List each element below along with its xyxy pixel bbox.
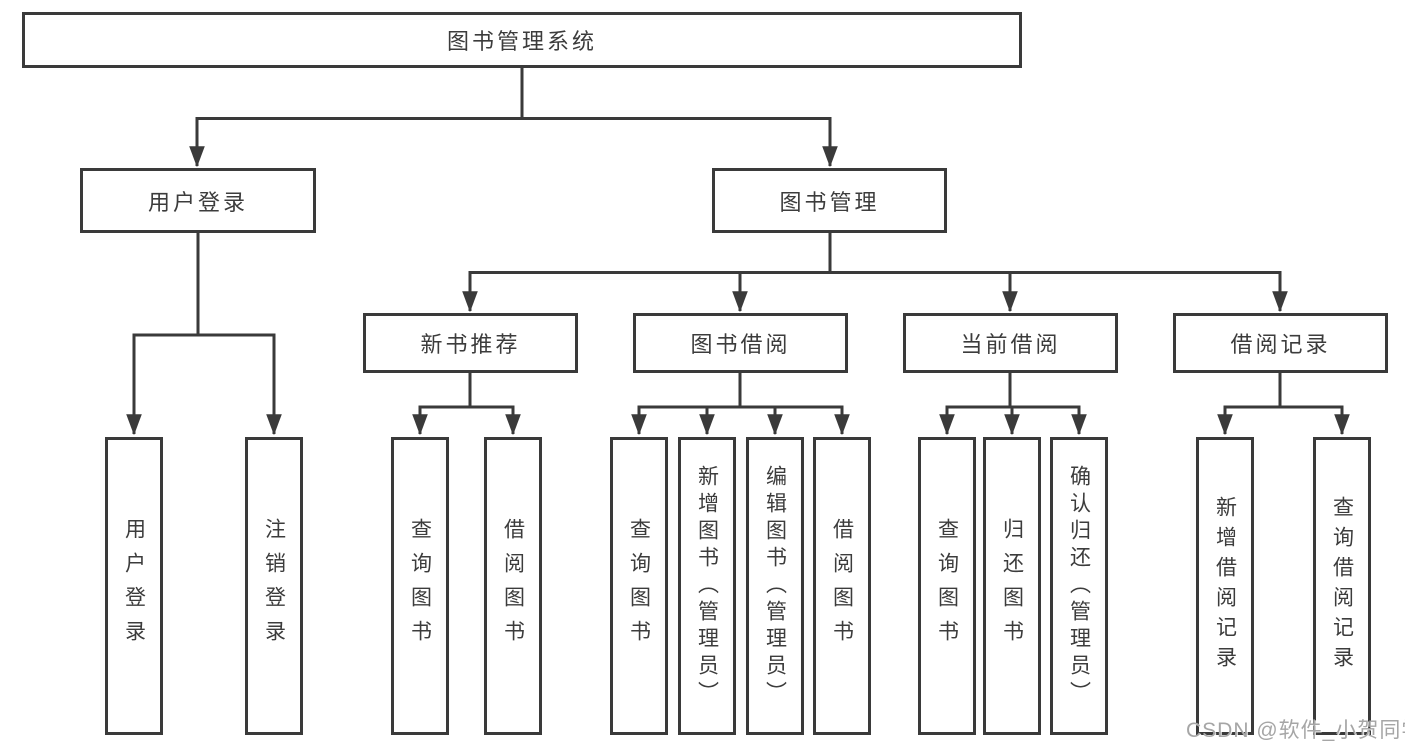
node-label: 图书管理系统 bbox=[446, 29, 597, 54]
leaf-add-books-admin: 新增图书（管理员） bbox=[678, 437, 736, 735]
node-library-management-system: 图书管理系统 bbox=[22, 12, 1022, 68]
leaf-label: 查询借阅记录 bbox=[1330, 496, 1354, 676]
leaf-confirm-return-admin: 确认归还（管理员） bbox=[1050, 437, 1108, 735]
leaf-borrow-books-recommend: 借阅图书 bbox=[484, 437, 542, 735]
node-label: 用户登录 bbox=[147, 189, 248, 215]
node-new-book-recommendation: 新书推荐 bbox=[363, 313, 578, 373]
leaf-edit-books-admin: 编辑图书（管理员） bbox=[746, 437, 804, 735]
node-user-login: 用户登录 bbox=[80, 168, 316, 233]
leaf-label: 注销登录 bbox=[262, 518, 286, 654]
node-label: 图书管理 bbox=[779, 189, 880, 215]
node-label: 借阅记录 bbox=[1230, 332, 1331, 357]
leaf-label: 新增借阅记录 bbox=[1213, 496, 1237, 676]
leaf-label: 借阅图书 bbox=[501, 518, 525, 654]
leaf-label: 查询图书 bbox=[408, 518, 432, 654]
leaf-label: 用户登录 bbox=[122, 518, 146, 654]
leaf-borrow-books: 借阅图书 bbox=[813, 437, 871, 735]
leaf-label: 查询图书 bbox=[627, 518, 651, 654]
node-borrowing-records: 借阅记录 bbox=[1173, 313, 1388, 373]
node-book-borrowing: 图书借阅 bbox=[633, 313, 848, 373]
leaf-query-borrow-record: 查询借阅记录 bbox=[1313, 437, 1371, 735]
leaf-query-books-current: 查询图书 bbox=[918, 437, 976, 735]
leaf-label: 新增图书（管理员） bbox=[695, 464, 719, 708]
leaf-label: 归还图书 bbox=[1000, 518, 1024, 654]
leaf-user-login: 用户登录 bbox=[105, 437, 163, 735]
node-label: 当前借阅 bbox=[960, 332, 1061, 357]
leaf-return-books: 归还图书 bbox=[983, 437, 1041, 735]
leaf-label: 编辑图书（管理员） bbox=[763, 464, 787, 708]
leaf-label: 确认归还（管理员） bbox=[1067, 464, 1091, 708]
node-book-management: 图书管理 bbox=[712, 168, 947, 233]
node-current-borrowing: 当前借阅 bbox=[903, 313, 1118, 373]
leaf-add-borrow-record: 新增借阅记录 bbox=[1196, 437, 1254, 735]
node-label: 新书推荐 bbox=[420, 332, 521, 357]
leaf-query-books-recommend: 查询图书 bbox=[391, 437, 449, 735]
csdn-watermark: CSDN @软件_小贺同学 bbox=[1186, 719, 1405, 742]
leaf-label: 借阅图书 bbox=[830, 518, 854, 654]
node-label: 图书借阅 bbox=[690, 332, 791, 357]
leaf-query-books-borrow: 查询图书 bbox=[610, 437, 668, 735]
leaf-label: 查询图书 bbox=[935, 518, 959, 654]
leaf-logout-login: 注销登录 bbox=[245, 437, 303, 735]
